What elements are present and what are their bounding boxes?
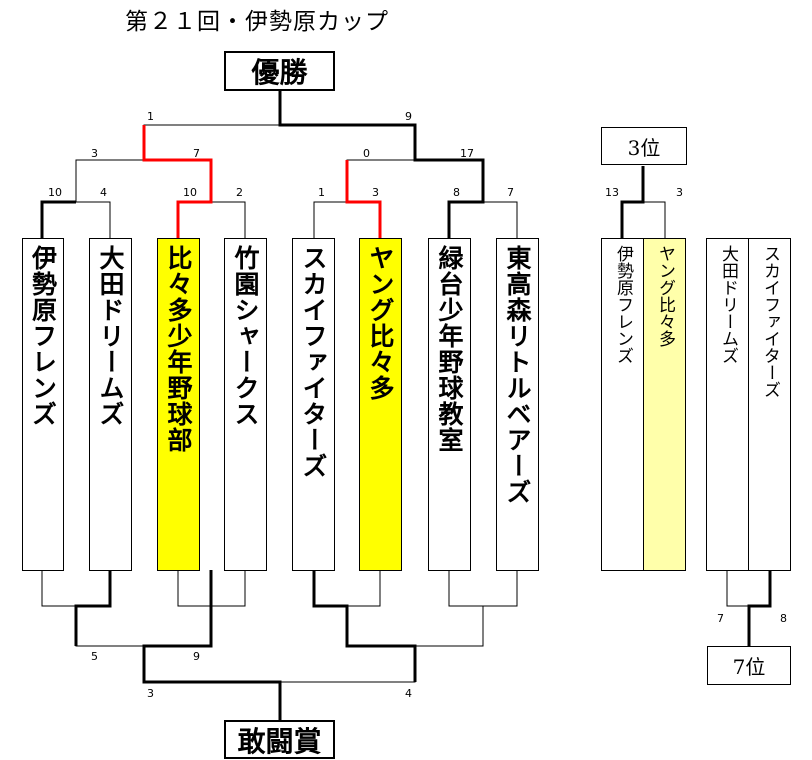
score-label: 4 xyxy=(100,186,107,199)
score-label: 17 xyxy=(460,147,474,160)
team-box: スカイファイターズ xyxy=(748,238,791,571)
team-name: 東高森リトルベアーズ xyxy=(503,245,532,505)
bracket-line xyxy=(448,201,518,238)
winner-line xyxy=(312,570,417,682)
team-name: 大田ドリームズ xyxy=(96,245,125,427)
score-label: 7 xyxy=(193,147,200,160)
bracket-line xyxy=(313,201,381,238)
bracket-line xyxy=(75,606,212,647)
winner-line xyxy=(620,166,645,238)
score-label: 10 xyxy=(183,186,197,199)
score-label: 3 xyxy=(91,147,98,160)
bracket-line xyxy=(313,570,381,607)
score-label: 9 xyxy=(193,650,200,663)
team-box: 伊勢原フレンズ xyxy=(601,238,644,571)
score-label: 9 xyxy=(405,110,412,123)
team-name: 大田ドリームズ xyxy=(718,245,738,364)
score-label: 1 xyxy=(318,186,325,199)
score-label: 7 xyxy=(507,186,514,199)
bracket-line xyxy=(143,124,416,160)
team-name: 伊勢原フレンズ xyxy=(613,245,633,364)
bracket-line xyxy=(621,201,666,238)
team-name: ヤング比々多 xyxy=(655,245,675,347)
team-name: ヤング比々多 xyxy=(366,245,395,401)
bracket-line xyxy=(177,201,246,238)
champion-box: 優勝 xyxy=(224,51,335,91)
team-box-highlighted: 比々多少年野球部 xyxy=(157,238,200,571)
third-place-box: 3位 xyxy=(601,127,687,165)
team-box: 伊勢原フレンズ xyxy=(22,238,64,571)
seventh-place-box: 7位 xyxy=(707,646,791,685)
score-label: 4 xyxy=(405,687,412,700)
winner-line xyxy=(747,570,772,646)
bracket-line xyxy=(41,570,111,607)
team-name: スカイファイターズ xyxy=(299,245,328,479)
page-title: 第２１回・伊勢原カップ xyxy=(125,9,389,35)
score-label: 10 xyxy=(48,186,62,199)
score-label: 1 xyxy=(147,110,154,123)
bracket-line xyxy=(448,570,518,607)
team-name: 伊勢原フレンズ xyxy=(28,245,58,427)
consolation-box: 敢闘賞 xyxy=(224,720,335,759)
score-label: 2 xyxy=(236,186,243,199)
team-name: 竹園シャークス xyxy=(231,245,260,427)
score-label: 3 xyxy=(372,186,379,199)
team-box: 大田ドリームズ xyxy=(89,238,132,571)
score-label: 8 xyxy=(780,612,787,625)
bracket-line xyxy=(41,201,111,238)
team-box: 東高森リトルベアーズ xyxy=(496,238,539,571)
bracket-line xyxy=(346,159,484,202)
winner-line xyxy=(40,200,76,238)
team-name: 比々多少年野球部 xyxy=(164,245,193,453)
team-box: 緑台少年野球教室 xyxy=(428,238,471,571)
score-label: 8 xyxy=(453,186,460,199)
team-name: スカイファイターズ xyxy=(760,245,780,398)
score-label: 0 xyxy=(363,147,370,160)
team-box-highlighted: ヤング比々多 xyxy=(643,238,686,571)
team-box: 大田ドリームズ xyxy=(706,238,749,571)
winner-line xyxy=(278,90,485,238)
score-label: 3 xyxy=(147,687,154,700)
red-winner-line xyxy=(345,160,382,238)
red-winner-line xyxy=(142,125,213,238)
bracket-line xyxy=(143,646,416,683)
bracket-line xyxy=(346,606,484,647)
score-label: 13 xyxy=(605,186,619,199)
team-box: スカイファイターズ xyxy=(292,238,335,571)
winner-line xyxy=(74,570,112,646)
score-label: 3 xyxy=(676,186,683,199)
team-box: 竹園シャークス xyxy=(224,238,267,571)
score-label: 5 xyxy=(91,650,98,663)
score-label: 7 xyxy=(717,612,724,625)
winner-line xyxy=(142,570,282,720)
bracket-line xyxy=(726,570,771,607)
team-name: 緑台少年野球教室 xyxy=(435,245,464,453)
team-box-highlighted: ヤング比々多 xyxy=(359,238,402,571)
